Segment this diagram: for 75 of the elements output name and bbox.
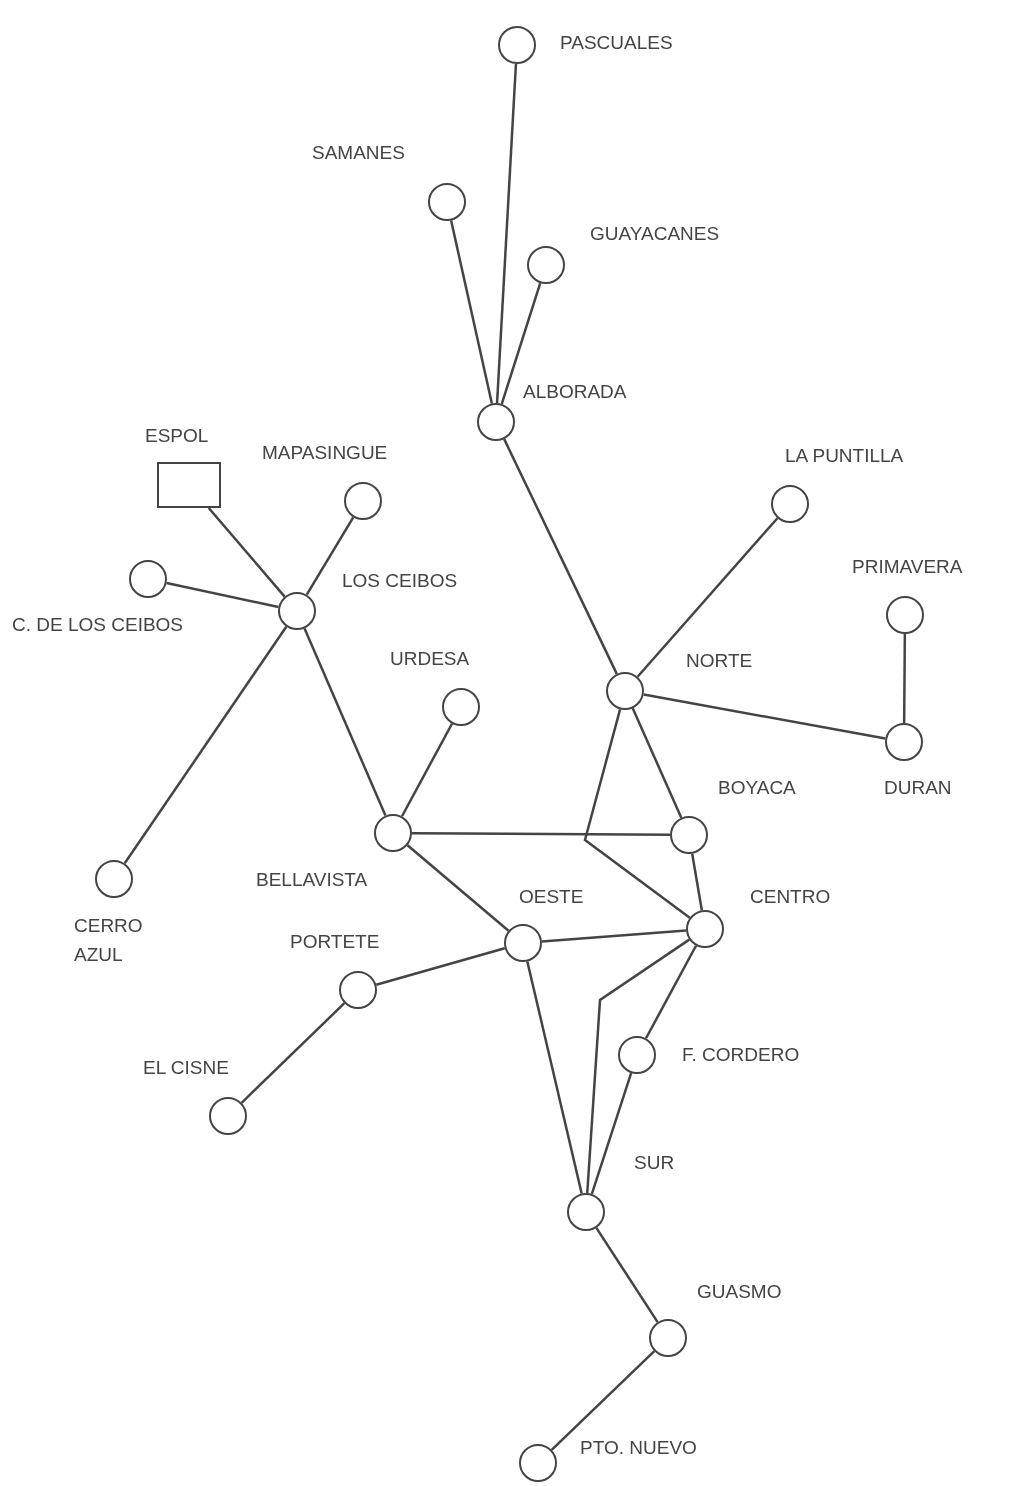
connector-line (207, 507, 286, 598)
station-circle (527, 246, 565, 284)
station-name: PRIMAVERA (852, 555, 963, 579)
station-circle (278, 592, 316, 630)
station-name: OESTE (519, 885, 584, 909)
station-name: PTO. NUEVO (580, 1436, 697, 1460)
station-circle (129, 560, 167, 598)
station-name: ALBORADA (523, 380, 627, 404)
connector-line (406, 844, 510, 932)
connector-line (644, 945, 698, 1039)
station-name: GUAYACANES (590, 222, 720, 246)
connector-line (631, 707, 683, 819)
station-name: GUASMO (697, 1280, 782, 1304)
station-name: PORTETE (290, 930, 380, 954)
station-circle (686, 910, 724, 948)
station-circle (95, 860, 133, 898)
connector-line (123, 626, 288, 864)
connector-line (586, 938, 690, 1194)
station-name: URDESA (390, 647, 470, 671)
station-circle (374, 814, 412, 852)
connector-line (500, 282, 542, 405)
station-name: SUR (634, 1151, 675, 1175)
connector-line (375, 947, 506, 986)
connector-line (400, 723, 454, 817)
station-circle (498, 26, 536, 64)
station-circle (428, 183, 466, 221)
station-circle (209, 1097, 247, 1135)
station-name: NORTE (686, 649, 753, 673)
station-circle (771, 485, 809, 523)
connector-line (166, 581, 279, 609)
station-name: EL CISNE (143, 1056, 229, 1080)
connector-line (503, 438, 618, 675)
station-box (157, 462, 221, 508)
connector-line (240, 1002, 346, 1104)
connector-line (636, 517, 779, 678)
station-name: MAPASINGUE (262, 441, 388, 465)
station-circle (670, 816, 708, 854)
connector-line (541, 929, 687, 943)
connector-line (526, 961, 583, 1194)
connector-line (305, 516, 355, 596)
station-name: BOYACA (718, 776, 796, 800)
station-name: SAMANES (312, 141, 405, 165)
connector-line (643, 693, 886, 740)
connector-line (595, 1227, 659, 1323)
station-name: DURAN (884, 776, 952, 800)
station-name: LOS CEIBOS (342, 569, 458, 593)
connector-line (590, 1072, 633, 1195)
station-name: LA PUNTILLA (785, 444, 904, 468)
station-circle (504, 924, 542, 962)
connector-line (412, 831, 670, 837)
station-name: ESPOL (145, 424, 209, 448)
station-name: F. CORDERO (682, 1043, 800, 1067)
station-circle (606, 672, 644, 710)
connector-line (690, 853, 704, 911)
station-circle (649, 1319, 687, 1357)
station-circle (477, 403, 515, 441)
station-name: BELLAVISTA (256, 868, 368, 892)
station-circle (885, 723, 923, 761)
connector-line (902, 634, 907, 723)
connector-line (495, 63, 518, 404)
connector-line (303, 627, 387, 817)
station-name: CENTRO (750, 885, 831, 909)
station-circle (886, 596, 924, 634)
station-name: CERRO AZUL (74, 914, 144, 967)
station-circle (519, 1444, 557, 1482)
station-name: PASCUALES (560, 31, 673, 55)
connector-line (583, 709, 691, 919)
connector-line (449, 220, 494, 404)
station-circle (339, 971, 377, 1009)
station-circle (344, 482, 382, 520)
station-circle (618, 1036, 656, 1074)
connector-line (550, 1350, 656, 1451)
station-name: C. DE LOS CEIBOS (12, 613, 184, 637)
station-circle (567, 1193, 605, 1231)
station-circle (442, 688, 480, 726)
